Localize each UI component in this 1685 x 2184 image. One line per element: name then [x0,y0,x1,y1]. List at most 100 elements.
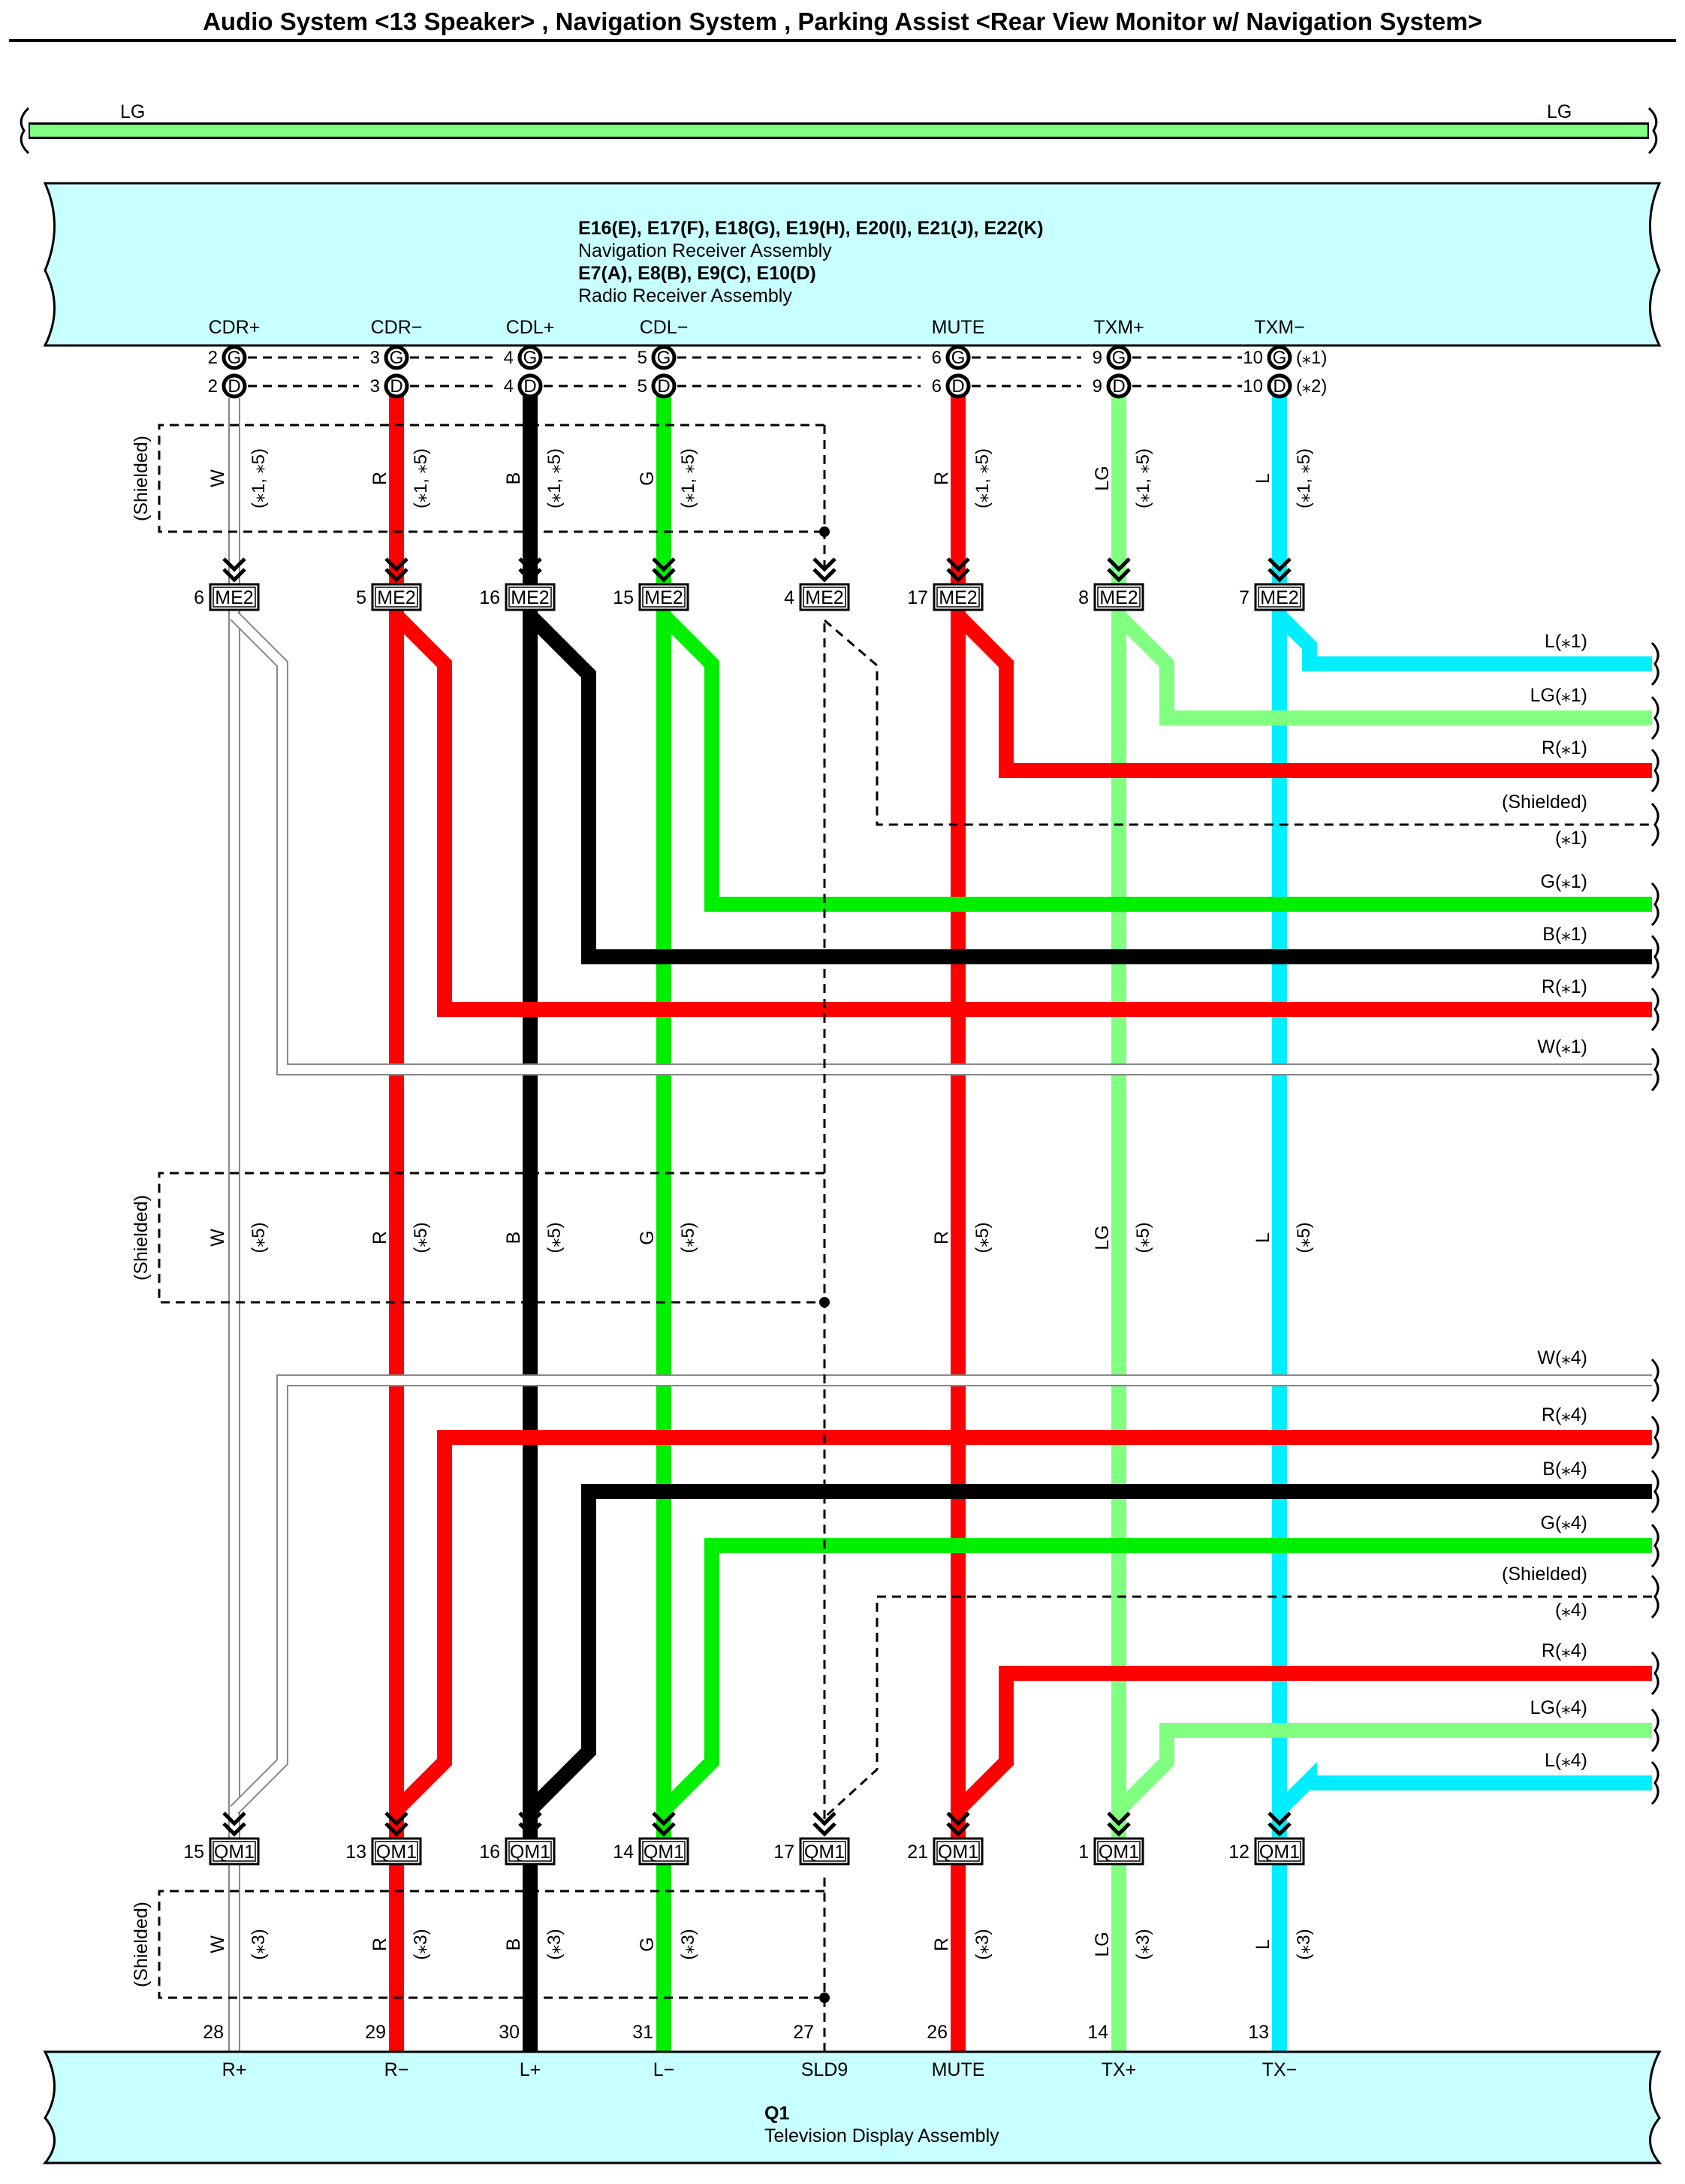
wire-note-0-4: (⁎1, ⁎5) [972,448,993,508]
me2-box-inner-7 [1258,587,1301,608]
tv-pin-name-3: L− [653,2059,675,2080]
branch4-shield-wire [823,1595,1652,1819]
receiver-pin-note-d: (⁎2) [1296,376,1327,397]
wire-letter-1-6: L [1252,1232,1274,1243]
wire-note-0-3: (⁎1, ⁎5) [678,448,698,508]
receiver-pin-g-num-5: 9 [1093,348,1102,368]
receiver-name-1: Navigation Receiver Assembly [578,240,832,261]
page-title: Audio System <13 Speaker> , Navigation S… [203,8,1482,35]
receiver-pin-g-circle-6 [1267,345,1292,370]
receiver-panel [43,182,1662,347]
me2-arrow-3-0 [652,557,676,572]
receiver-pin-d-letter-1: D [390,376,402,397]
me2-pin-5: 17 [907,587,928,608]
qm1-arrow-0-0 [222,1811,246,1827]
branch4-label-2: B(⁎4) [1542,1459,1587,1480]
branch1-label-6: B(⁎1) [1542,924,1587,945]
wire-break-12 [1650,1574,1659,1619]
me2-box-inner-1 [375,587,418,608]
me2-arrow-7-0 [1268,557,1292,572]
qm1-box-5 [933,1837,984,1866]
wire-note-2-2: (⁎3) [544,1929,565,1959]
me2-arrow-1-1 [384,568,408,583]
qm1-arrow-5-0 [946,1811,970,1827]
branch1-wire-2 [952,610,1652,778]
qm1-arrow-6-1 [1107,1822,1131,1837]
wire-break-7 [1650,1047,1659,1092]
branch4-label-3: G(⁎4) [1541,1513,1588,1534]
me2-label-3: ME2 [644,587,683,608]
qm1-arrow-3-1 [652,1822,676,1837]
tv-pin-num-7: 13 [1248,2022,1269,2043]
wire-letter-0-2: B [503,472,524,485]
shield-label-0: (Shielded) [131,436,152,521]
me2-arrow-0-0 [222,557,246,572]
qm1-label-4: QM1 [804,1842,845,1863]
wire-letter-2-5: LG [1092,1932,1113,1956]
me2-box-5 [933,583,984,611]
wire-letter-1-1: R [369,1231,390,1244]
qm1-label-5: QM1 [938,1842,978,1863]
wire-letter-2-3: G [637,1937,658,1951]
branch1-wire-1 [1113,610,1652,725]
wire-break-6 [1650,987,1659,1032]
me2-box-7 [1254,583,1305,611]
wire-note-0-6: (⁎1, ⁎5) [1294,448,1314,508]
wire-letter-2-1: R [369,1938,390,1951]
receiver-pin-name-6: TXM− [1254,317,1304,338]
wire-letter-0-4: R [931,472,952,485]
branch4-label-7: LG(⁎4) [1530,1697,1587,1718]
qm1-pin-5: 21 [907,1842,928,1863]
receiver-pin-d-circle-4 [945,373,971,399]
qm1-arrow-4-0 [812,1811,836,1827]
wire-layer [228,388,1659,2052]
me2-arrow-5-1 [946,568,970,583]
receiver-pin-d-letter-4: D [951,376,964,397]
wire-letter-1-4: R [931,1231,952,1244]
tv-pin-num-3: 31 [632,2022,653,2043]
branch1-wire-5 [390,610,1652,1017]
tv-pin-num-1: 29 [365,2022,386,2043]
branch1-label-8: W(⁎1) [1537,1036,1587,1057]
qm1-arrow-0-1 [222,1822,246,1837]
wire-note-2-5: (⁎3) [1133,1929,1153,1959]
wire-note-1-6: (⁎5) [1294,1222,1314,1253]
me2-label-0: ME2 [215,587,253,608]
shield-dot-0 [819,526,830,537]
receiver-pin-g-letter-1: G [390,348,404,368]
wire-break-15 [1650,1760,1659,1805]
me2-arrow-1-0 [384,557,408,572]
qm1-box-inner-0 [213,1841,256,1862]
receiver-pin-g-circle-0 [222,345,247,370]
receiver-pin-d-circle-0 [222,373,247,399]
shield-box-2 [158,1890,824,1999]
receiver-pin-g-circle-4 [945,345,971,370]
receiver-pin-g-num-0: 2 [208,348,218,368]
wire-break-2 [1650,748,1659,793]
qm1-box-0 [209,1837,260,1866]
wire-break-5 [1650,934,1659,979]
receiver-connectors: E16(E), E17(F), E18(G), E19(H), E20(I), … [578,218,1044,239]
qm1-box-inner-6 [1097,1841,1141,1862]
shield-label-1: (Shielded) [131,1195,152,1281]
branch1-label-7: R(⁎1) [1542,976,1587,997]
branch4-wire-6 [1274,1761,1652,1816]
wire-letter-0-3: G [637,471,658,485]
shield-box-1 [158,1172,824,1304]
qm1-arrow-1-0 [384,1811,408,1827]
qm1-pin-2: 16 [479,1842,500,1863]
branch1-wire-6 [230,611,1652,1075]
branch4-label-0: W(⁎4) [1537,1347,1587,1368]
branch4-wire-2 [524,1484,1652,1816]
qm1-arrow-2-0 [518,1811,542,1827]
branch4-wire-4 [952,1666,1652,1816]
me2-box-inner-2 [508,587,552,608]
wire-letter-1-5: LG [1092,1225,1113,1250]
qm1-arrow-5-1 [946,1822,970,1837]
me2-pin-3: 15 [613,587,634,608]
receiver-pin-d-letter-0: D [228,376,240,397]
wire-note-0-0: (⁎1, ⁎5) [249,448,269,508]
qm1-pin-0: 15 [183,1842,204,1863]
branch4-label-6: R(⁎4) [1542,1640,1587,1661]
